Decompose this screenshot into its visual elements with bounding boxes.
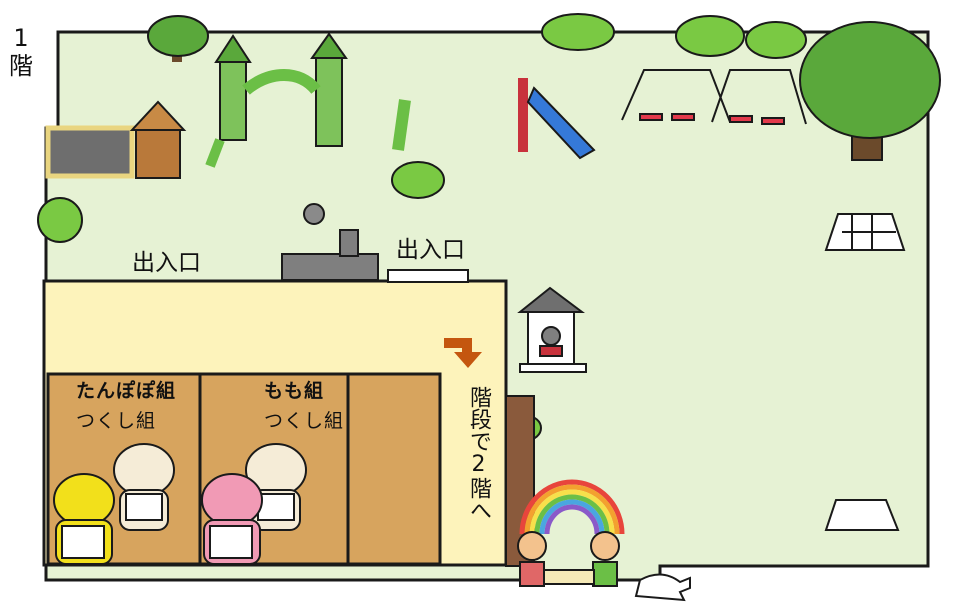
swing-icon <box>621 69 807 125</box>
playhouse-icon <box>129 100 187 179</box>
sandbox-icon <box>45 125 135 179</box>
room-title-momo: もも組 <box>264 380 325 402</box>
stairs-direction: 階段で2階へ <box>466 386 491 521</box>
slide-icon <box>518 78 596 160</box>
kid-icon <box>517 531 620 587</box>
bear-icon <box>53 473 115 565</box>
room-subtitle-tanpopo: つくし組 <box>76 410 157 432</box>
stairs-arrow-icon <box>444 338 482 368</box>
gate-icon <box>281 203 469 283</box>
entrance-label-left: 出入口 <box>132 250 201 276</box>
climbing-structure-icon <box>205 32 411 168</box>
bear-icon <box>201 473 263 565</box>
floor-label: 1 階 <box>4 24 38 80</box>
room-empty <box>346 372 442 566</box>
rainbow-arch-icon <box>519 479 625 535</box>
floor-suffix: 階 <box>9 52 33 80</box>
jungle-gym-icon <box>824 213 906 531</box>
room-subtitle-momo: つくし組 <box>264 410 345 432</box>
shrine-icon <box>517 286 587 373</box>
bear-icon <box>245 443 307 531</box>
tree-icon <box>147 15 209 62</box>
turtle-icon <box>634 573 691 602</box>
tree-icon <box>799 21 941 161</box>
entrance-label-right: 出入口 <box>396 237 465 263</box>
bear-icon <box>113 443 175 531</box>
room-title-tanpopo: たんぽぽ組 <box>76 380 177 402</box>
floor-number: 1 <box>13 24 29 52</box>
